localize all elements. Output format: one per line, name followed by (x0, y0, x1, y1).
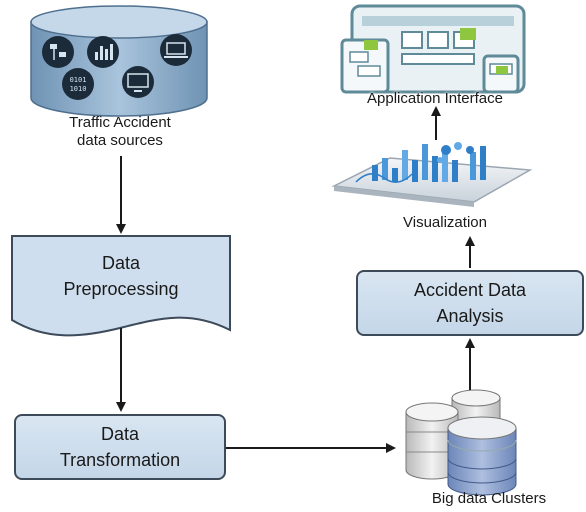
analysis-box: Accident Data Analysis (356, 270, 584, 336)
app-label: Application Interface (367, 90, 503, 107)
visualization-label: Visualization (403, 214, 487, 231)
svg-text:1010: 1010 (70, 85, 87, 93)
transformation-line2: Transformation (59, 450, 181, 470)
sources-label: Traffic Accident data sources (30, 114, 210, 150)
data-source-icon-barchart (87, 36, 119, 68)
database-cylinder-icon: 0101 1010 (30, 5, 208, 117)
transformation-box: Data Transformation (14, 414, 226, 480)
application-window-icon (340, 4, 526, 94)
analysis-line2: Analysis (436, 306, 504, 326)
analysis-line1: Accident Data (413, 280, 527, 300)
preprocessing-line1: Data (101, 253, 141, 273)
preprocessing-line2: Preprocessing (63, 279, 179, 299)
data-source-icon-monitor (122, 66, 154, 98)
clusters-label: Big data Clusters (431, 490, 547, 507)
transformation-line1: Data (100, 424, 140, 444)
sources-label-line1: Traffic Accident (69, 114, 171, 131)
data-source-icon-flowchart (42, 36, 74, 68)
3d-chart-tablet-icon (331, 142, 533, 207)
preprocessing-label: Data Preprocessing (12, 244, 230, 308)
data-source-icon-binary: 0101 1010 (62, 68, 94, 100)
preprocessing-shape (11, 235, 231, 337)
data-source-icon-laptop (160, 34, 192, 66)
sources-label-line2: data sources (77, 132, 163, 149)
svg-text:0101: 0101 (70, 76, 87, 84)
database-stack-icon (405, 389, 517, 496)
